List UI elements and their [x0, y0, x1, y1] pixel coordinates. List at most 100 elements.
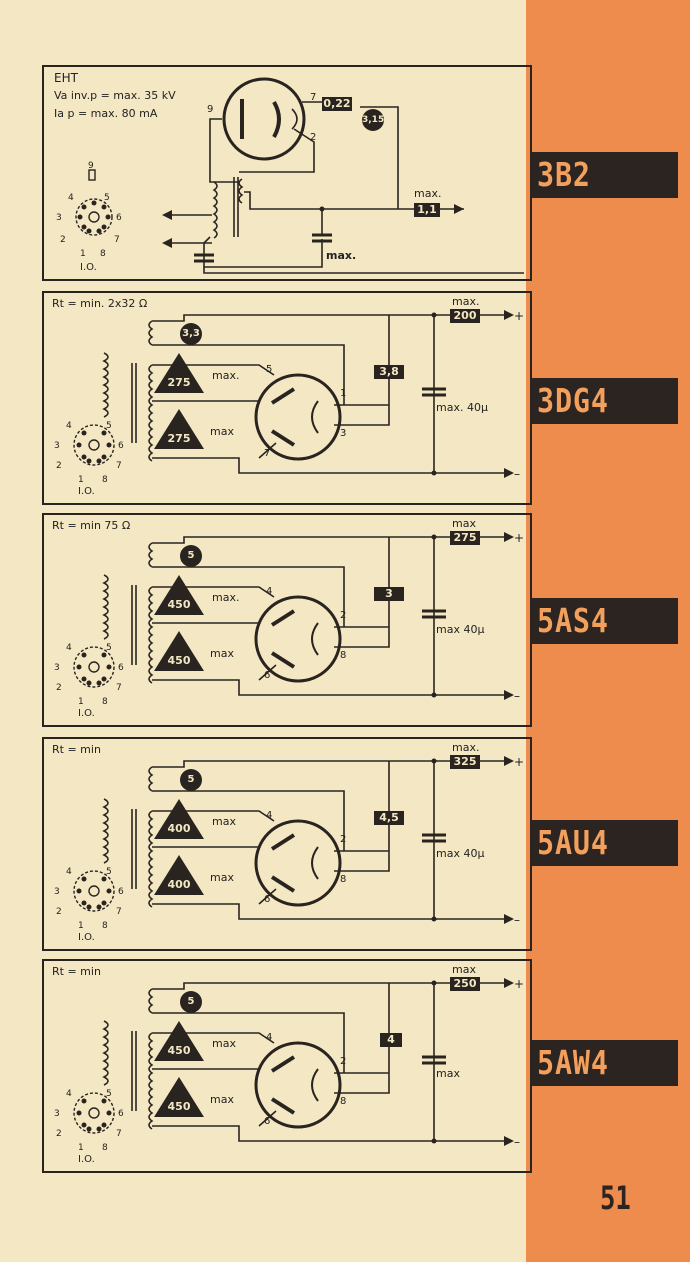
tab-5aw4[interactable] — [532, 1040, 678, 1086]
pin-label: 3 — [340, 428, 347, 439]
rt-label: Rt = min — [52, 965, 101, 978]
pin-label: 4 — [266, 1032, 273, 1043]
plus-terminal: + — [514, 309, 525, 323]
rt-label: Rt = min — [52, 743, 101, 756]
pin-label: 6 — [264, 670, 271, 681]
current-value-box: 3,8 — [374, 365, 404, 379]
socket-pin: 8 — [102, 921, 108, 931]
socket-pin: 5 — [104, 193, 110, 203]
socket-pin: 8 — [102, 697, 108, 707]
pin-label: 2 — [310, 132, 317, 143]
tab-label-3b2: 3B2 — [537, 155, 591, 194]
socket-pin: 3 — [54, 1109, 60, 1119]
minus-terminal: – — [514, 689, 520, 703]
voltage-value: 450 — [167, 1100, 191, 1113]
capacitor-label: max 40µ — [436, 847, 485, 860]
socket-label: I.O. — [78, 708, 95, 719]
tab-label-3dg4: 3DG4 — [537, 381, 609, 420]
socket-pin: 6 — [118, 663, 124, 673]
out-value-box: 275 — [450, 531, 480, 545]
voltage-value: 275 — [167, 376, 191, 389]
schematic-3b2 — [75, 77, 524, 274]
pin-label: 4 — [266, 810, 273, 821]
socket-pin: 5 — [106, 643, 112, 653]
panel-5aw4: Rt = min 5 450 max 450 max 4 max 250 + –… — [42, 959, 532, 1173]
rt-label: Rt = min 75 Ω — [52, 519, 131, 532]
voltage-value: 450 — [167, 1044, 191, 1057]
socket-pin: 4 — [66, 421, 72, 431]
voltage-max-label: max — [212, 1037, 236, 1050]
socket-pin: 3 — [54, 887, 60, 897]
out-value-box: 325 — [450, 755, 480, 769]
tab-5as4[interactable] — [532, 598, 678, 644]
socket-pin: 2 — [56, 907, 62, 917]
capacitor-label: max — [436, 1067, 460, 1080]
tab-3dg4[interactable] — [532, 378, 678, 424]
pin-label: 4 — [266, 586, 273, 597]
socket-pin: 7 — [116, 1129, 122, 1139]
socket-pin: 3 — [54, 663, 60, 673]
out-value-box: 250 — [450, 977, 480, 991]
voltage-value: 275 — [167, 432, 191, 445]
socket-pin: 1 — [78, 697, 84, 707]
heater-value: 3,15 — [362, 109, 384, 131]
voltage-value: 450 — [167, 654, 191, 667]
eht-label: EHT — [54, 71, 78, 85]
out-value-box: 200 — [450, 309, 480, 323]
current-value-box: 4,5 — [374, 811, 404, 825]
tab-3b2[interactable] — [532, 152, 678, 198]
pin-label: 9 — [207, 104, 214, 115]
panel-5as4: Rt = min 75 Ω 5 450 max. 450 max 3 max 2… — [42, 513, 532, 727]
socket-pin: 4 — [66, 867, 72, 877]
pin-label: 7 — [310, 92, 317, 103]
out-max-label: max. — [452, 295, 480, 308]
voltage-max-label: max — [210, 647, 234, 660]
voltage-max-label: max — [210, 425, 234, 438]
plus-terminal: + — [514, 977, 525, 991]
socket-label: I.O. — [78, 1154, 95, 1165]
plus-terminal: + — [514, 531, 525, 545]
heater-value: 5 — [180, 991, 202, 1013]
pin-label: 6 — [264, 894, 271, 905]
socket-pin: 2 — [56, 1129, 62, 1139]
socket-label: I.O. — [78, 932, 95, 943]
socket-pin: 3 — [56, 213, 62, 223]
voltage-max-label: max. — [212, 591, 240, 604]
pin-label: 2 — [340, 610, 347, 621]
minus-terminal: – — [514, 1135, 520, 1149]
heater-value: 5 — [180, 769, 202, 791]
socket-pin: 3 — [54, 441, 60, 451]
socket-pin: 7 — [116, 461, 122, 471]
pin-label: 5 — [266, 364, 273, 375]
panel-3b2: EHT Va inv.p = max. 35 kV Ia p = max. 80… — [42, 65, 532, 281]
out-max-label: max — [452, 517, 476, 530]
socket-pin: 8 — [100, 249, 106, 259]
pin-label: 6 — [264, 1116, 271, 1127]
socket-pin: 4 — [66, 643, 72, 653]
spec-line-1: Va inv.p = max. 35 kV — [54, 89, 176, 102]
voltage-max-label: max — [210, 871, 234, 884]
schematic-5as4 — [73, 532, 514, 700]
socket-pin: 6 — [118, 1109, 124, 1119]
tab-label-5aw4: 5AW4 — [537, 1043, 609, 1082]
out-max-label: max. — [414, 187, 442, 200]
rt-label: Rt = min. 2x32 Ω — [52, 297, 148, 310]
schematic-5au4 — [73, 756, 514, 924]
socket-pin: 2 — [56, 683, 62, 693]
socket-pin: 2 — [56, 461, 62, 471]
cap-max-label: max. — [326, 249, 357, 262]
tab-label-5as4: 5AS4 — [537, 601, 609, 640]
tab-5au4[interactable] — [532, 820, 678, 866]
socket-pin: 8 — [102, 475, 108, 485]
page-number: 51 — [600, 1179, 631, 1217]
socket-pin: 1 — [78, 1143, 84, 1153]
voltage-max-label: max. — [212, 369, 240, 382]
panel-3dg4: Rt = min. 2x32 Ω 3,3 275 max. 275 max 3,… — [42, 291, 532, 505]
socket-pin: 4 — [68, 193, 74, 203]
voltage-max-label: max — [210, 1093, 234, 1106]
pin-label: 8 — [340, 650, 347, 661]
minus-terminal: – — [514, 913, 520, 927]
pin-label: 8 — [340, 1096, 347, 1107]
capacitor-label: max 40µ — [436, 623, 485, 636]
